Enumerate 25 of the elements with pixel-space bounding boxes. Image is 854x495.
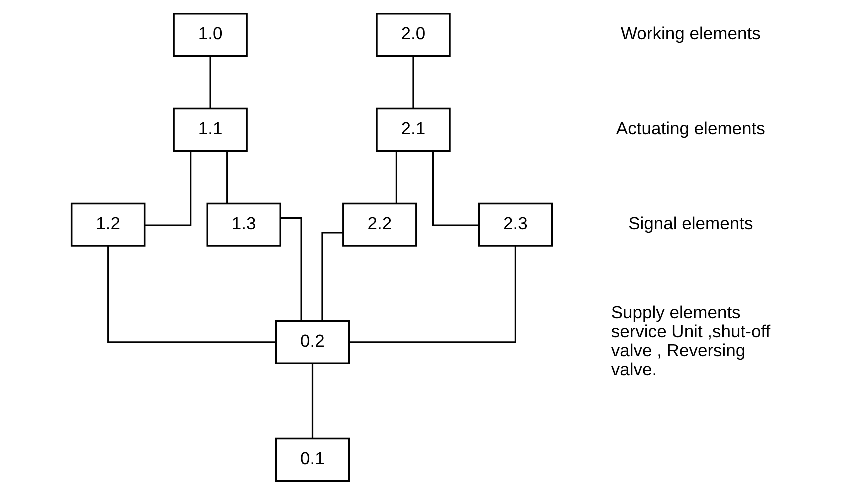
label: Signal elements <box>628 213 754 234</box>
node-box: 1.1 <box>173 108 248 152</box>
node-box: 1.3 <box>206 202 282 247</box>
connector <box>350 246 516 344</box>
node-box: 0.1 <box>275 438 350 482</box>
connector <box>145 151 192 226</box>
node-box: 1.0 <box>173 13 248 58</box>
connector <box>412 56 414 109</box>
node-box: 2.3 <box>478 202 554 247</box>
label: Supply elements service Unit ,shut-off valve , Reversing valve. <box>611 302 771 380</box>
node-box: 1.2 <box>70 202 146 247</box>
connector <box>210 56 212 109</box>
node-box: 2.0 <box>376 13 451 58</box>
connector <box>396 152 398 204</box>
connector <box>432 151 479 226</box>
connector <box>226 152 228 204</box>
connector <box>108 246 276 344</box>
connector <box>312 364 314 439</box>
connector <box>322 232 344 321</box>
label: Actuating elements <box>616 118 766 138</box>
label: Working elements <box>620 24 761 44</box>
node-box: 0.2 <box>275 320 350 364</box>
node-box: 2.2 <box>342 202 418 247</box>
connector <box>280 218 302 321</box>
node-box: 2.1 <box>376 108 451 152</box>
